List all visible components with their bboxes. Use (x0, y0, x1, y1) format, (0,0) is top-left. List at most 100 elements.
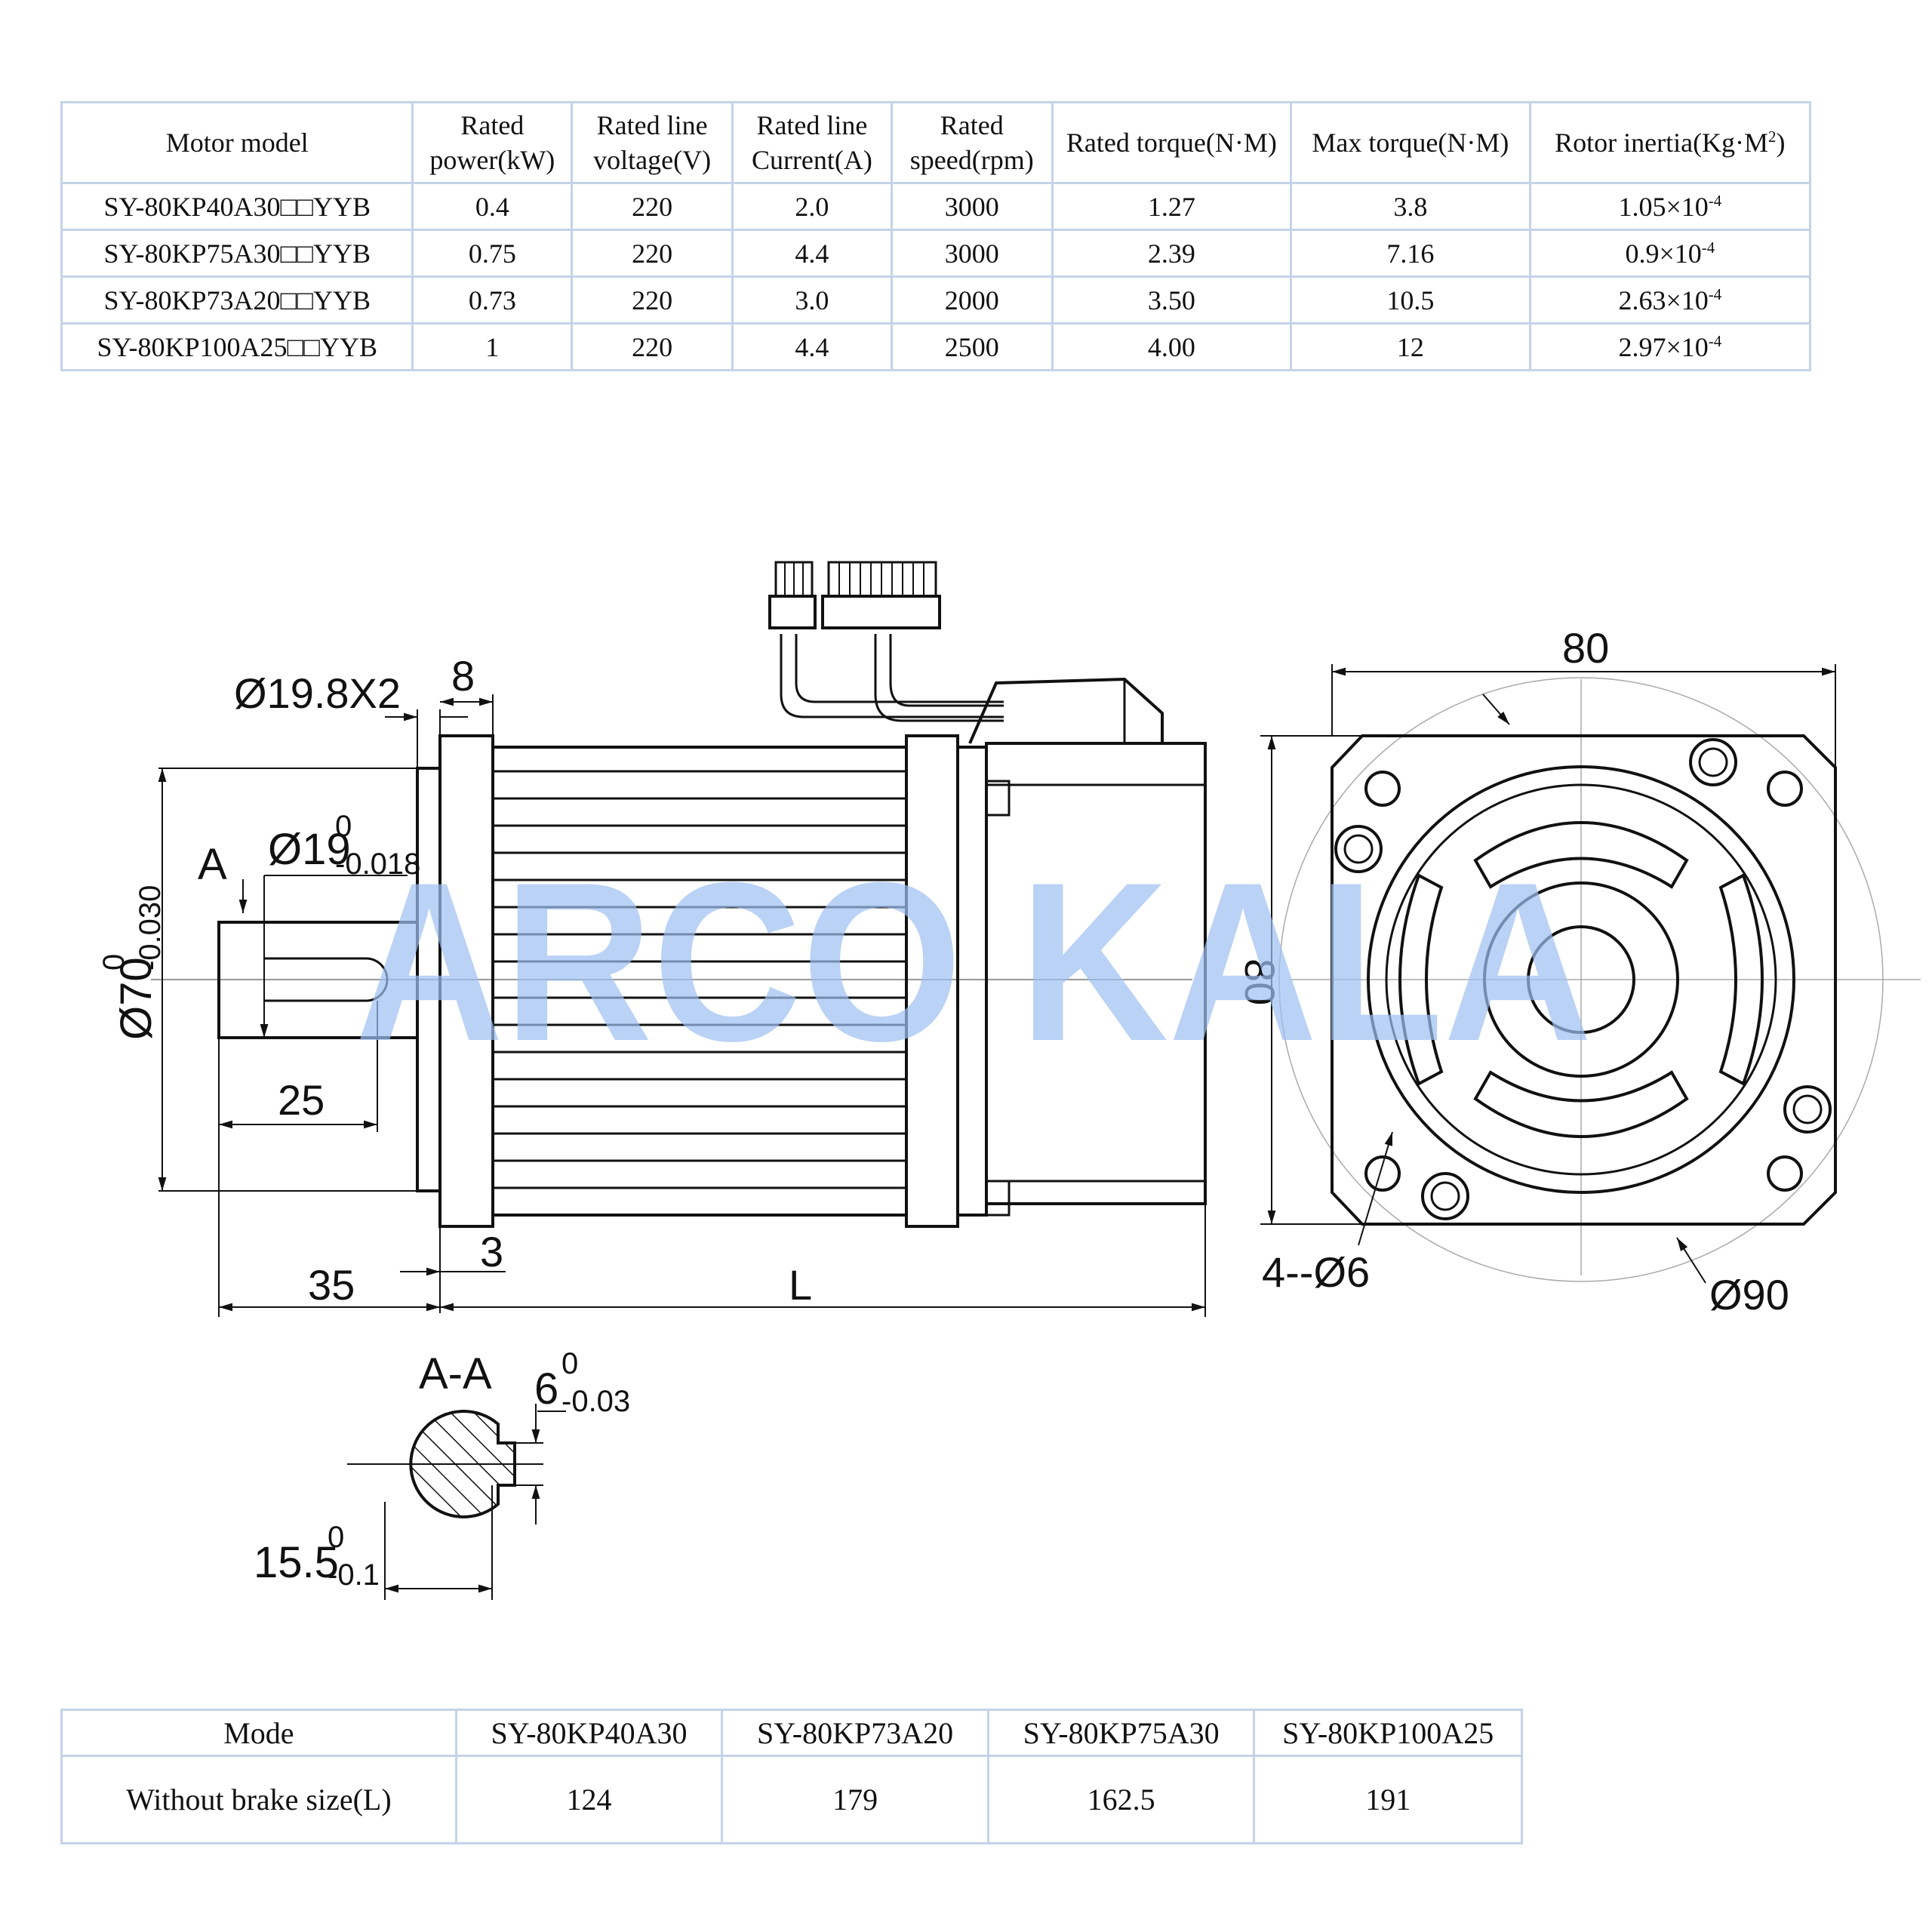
mounting-holes (1334, 738, 1832, 1220)
cell-rated-torque: 1.27 (1051, 182, 1293, 231)
dim-d19: Ø19 (268, 825, 351, 874)
front-flange-outline (1331, 734, 1837, 1226)
cell-current: 2.0 (731, 182, 893, 231)
cell-inertia: 1.05×10-4 (1528, 182, 1812, 231)
dim-80-top: 80 (1562, 624, 1609, 672)
cell-inertia: 0.9×10-4 (1528, 229, 1812, 278)
finned-housing (491, 746, 908, 1217)
cell-speed: 2000 (890, 275, 1054, 325)
cell-voltage: 220 (571, 322, 734, 371)
cell-max-torque: 10.5 (1290, 275, 1531, 325)
dim-d70: Ø70 (112, 957, 161, 1040)
cell-model: SY-80KP40A30□□YYB (60, 182, 414, 231)
cell-model: SY-80KP75A30□□YYB (60, 229, 414, 278)
side-dimension-lines (158, 694, 1206, 1317)
size-table: Mode SY-80KP40A30 SY-80KP73A20 SY-80KP75… (60, 1709, 1523, 1844)
cell-model: SY-80KP73A20□□YYB (60, 275, 414, 325)
dim-3: 3 (480, 1228, 503, 1275)
section-label-a-a: A-A (419, 1349, 492, 1398)
dim-holes: 4--Ø6 (1262, 1248, 1370, 1296)
dim-35: 35 (308, 1261, 355, 1309)
cell-power: 0.75 (411, 229, 574, 278)
cell-rated-torque: 3.50 (1051, 275, 1293, 325)
cell-current: 3.0 (731, 275, 893, 325)
cell-max-torque: 7.16 (1290, 229, 1531, 278)
cell-current: 4.4 (731, 229, 893, 278)
cell-model: SY-80KP100A25□□YYB (60, 322, 414, 371)
cell-size-label: Without brake size(L) (60, 1755, 457, 1844)
size-header-row: Mode SY-80KP40A30 SY-80KP73A20 SY-80KP75… (60, 1709, 1523, 1757)
dim-d19-8x2: Ø19.8X2 (234, 669, 401, 717)
cell-power: 1 (411, 322, 574, 371)
encoder-housing (968, 677, 1207, 1205)
hub-inner (1527, 925, 1635, 1034)
cell-inertia: 2.97×10-4 (1528, 322, 1812, 371)
header-model: SY-80KP73A20 (721, 1709, 989, 1757)
cell-inertia: 2.63×10-4 (1528, 275, 1812, 325)
header-model: SY-80KP100A25 (1253, 1709, 1523, 1757)
outer-ring (1367, 765, 1795, 1194)
cell-size-value: 124 (454, 1755, 724, 1844)
dim-8: 8 (451, 652, 475, 700)
front-view (1278, 677, 1921, 1282)
dim-d19-tol-lower: -0.018 (335, 848, 420, 881)
cell-power: 0.73 (411, 275, 574, 325)
cell-current: 4.4 (731, 322, 893, 371)
header-motor-model: Motor model (60, 101, 414, 184)
cell-voltage: 220 (571, 229, 734, 278)
dim-d15-5-tol-upper: 0 (328, 1521, 344, 1554)
dim-25: 25 (278, 1076, 325, 1124)
header-rated-torque: Rated torque(N·M) (1051, 101, 1293, 184)
cell-speed: 3000 (890, 229, 1054, 278)
connectors (768, 561, 941, 629)
spec-row: SY-80KP73A20□□YYB 0.73 220 3.0 2000 3.50… (60, 275, 1812, 325)
dim-d90: Ø90 (1709, 1271, 1789, 1318)
side-view (151, 561, 1207, 1228)
cell-voltage: 220 (571, 182, 734, 231)
cell-rated-torque: 2.39 (1051, 229, 1293, 278)
cell-speed: 3000 (890, 182, 1054, 231)
cell-max-torque: 12 (1290, 322, 1531, 371)
dim-d15-5-tol-lower: -0.1 (328, 1558, 380, 1592)
dim-d70-tol-lower: -0.030 (134, 885, 167, 971)
watermark: ARCO KALA (355, 835, 1592, 1088)
dimension-labels: Ø19.8X2 8 A Ø19 0 -0.018 Ø70 0 -0.030 25… (97, 624, 1789, 1592)
cell-voltage: 220 (571, 275, 734, 325)
cables (780, 634, 1004, 722)
section-marker-a: A (198, 840, 227, 889)
cell-power: 0.4 (411, 182, 574, 231)
cell-rated-torque: 4.00 (1051, 322, 1293, 371)
cell-size-value: 179 (721, 1755, 989, 1844)
dim-key6-tol-upper: 0 (561, 1347, 578, 1380)
dim-key6-tol-lower: -0.03 (561, 1385, 630, 1418)
front-dimension-lines (1260, 664, 1836, 1284)
section-a-a (347, 1404, 566, 1600)
dim-80-side: 80 (1236, 958, 1284, 1005)
spec-row: SY-80KP100A25□□YYB 1 220 4.4 2500 4.00 1… (60, 322, 1812, 371)
spec-row: SY-80KP40A30□□YYB 0.4 220 2.0 3000 1.27 … (60, 182, 1812, 231)
size-row: Without brake size(L) 124 179 162.5 191 (60, 1755, 1523, 1844)
dim-d70-tol-upper: 0 (97, 954, 131, 971)
cell-speed: 2500 (890, 322, 1054, 371)
dim-d15-5: 15.5 (254, 1538, 339, 1587)
cell-size-value: 162.5 (986, 1755, 1256, 1844)
header-model: SY-80KP75A30 (986, 1709, 1256, 1757)
dim-d70-group: Ø70 0 -0.030 (97, 885, 167, 1040)
dim-l: L (789, 1261, 812, 1309)
header-model: SY-80KP40A30 (454, 1709, 724, 1757)
header-rotor-inertia: Rotor inertia(Kg·M2) (1528, 101, 1812, 184)
dim-key6: 6 (534, 1364, 558, 1414)
hub-outer (1483, 881, 1679, 1078)
vent-openings (1398, 821, 1764, 1138)
header-mode: Mode (60, 1709, 457, 1757)
spec-row: SY-80KP75A30□□YYB 0.75 220 4.4 3000 2.39… (60, 229, 1812, 278)
cell-max-torque: 3.8 (1290, 182, 1531, 231)
cell-size-value: 191 (1253, 1755, 1523, 1844)
